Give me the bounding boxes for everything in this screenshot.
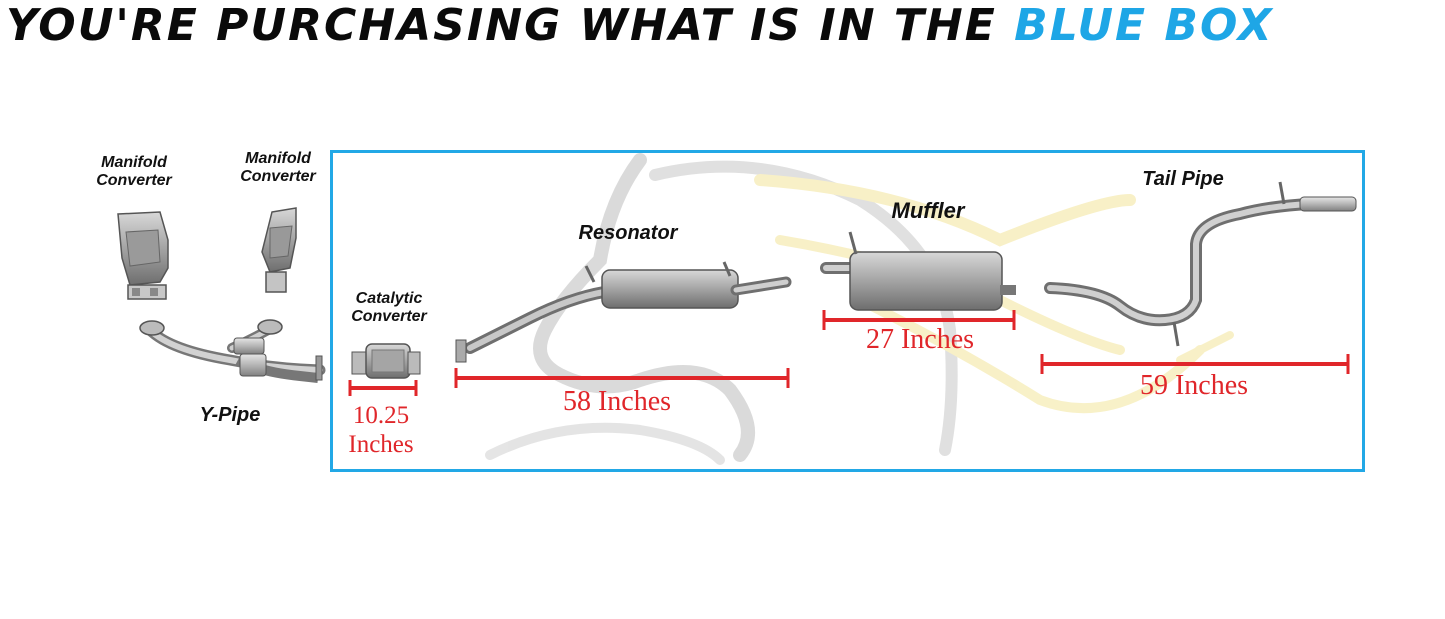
manifold-left-label-line2: Converter	[96, 172, 172, 190]
muffler-image	[820, 231, 1016, 311]
y-pipe-image	[139, 319, 326, 383]
watermark-logo	[485, 153, 1234, 465]
muffler-measure-bar	[822, 310, 1016, 330]
headline-banner: YOU'RE PURCHASING WHAT IS IN THE BLUE BO…	[6, 0, 1445, 56]
catalytic-label-line1: Catalytic	[355, 290, 423, 307]
manifold-converter-right-image	[261, 207, 297, 293]
tailpipe-measure-bar	[1040, 354, 1350, 374]
manifold-converter-left-image	[117, 211, 169, 300]
included-parts-box	[330, 150, 1365, 472]
ypipe-label: Y-Pipe	[199, 404, 261, 426]
catalytic-label-line2: Converter	[351, 308, 427, 326]
manifold-right-label: Manifold Converter	[224, 150, 332, 187]
resonator-measure-label: 58 Inches	[562, 386, 672, 417]
tailpipe-label: Tail Pipe	[1142, 168, 1224, 190]
tail-pipe-image	[1044, 181, 1357, 347]
headline-text: YOU'RE PURCHASING WHAT IS IN THE	[6, 0, 997, 51]
manifold-right-label-line1: Manifold	[245, 150, 311, 167]
catalytic-measure-line2: Inches	[348, 430, 414, 458]
catalytic-measure-bar	[348, 380, 418, 396]
resonator-image	[455, 261, 792, 363]
catalytic-measure-line1: 10.25	[352, 402, 410, 429]
catalytic-label: Catalytic Converter	[330, 290, 448, 327]
catalytic-converter-image	[351, 343, 421, 379]
headline-highlight: BLUE BOX	[1014, 0, 1274, 51]
resonator-label: Resonator	[578, 222, 678, 244]
muffler-measure-label: 27 Inches	[865, 324, 975, 355]
manifold-left-label-line1: Manifold	[101, 154, 167, 171]
catalytic-measure-label: 10.25 Inches	[332, 402, 430, 460]
manifold-left-label: Manifold Converter	[78, 154, 190, 191]
muffler-label: Muffler	[891, 198, 965, 223]
manifold-right-label-line2: Converter	[240, 168, 316, 186]
tailpipe-measure-label: 59 Inches	[1139, 370, 1249, 401]
resonator-measure-bar	[454, 368, 790, 388]
